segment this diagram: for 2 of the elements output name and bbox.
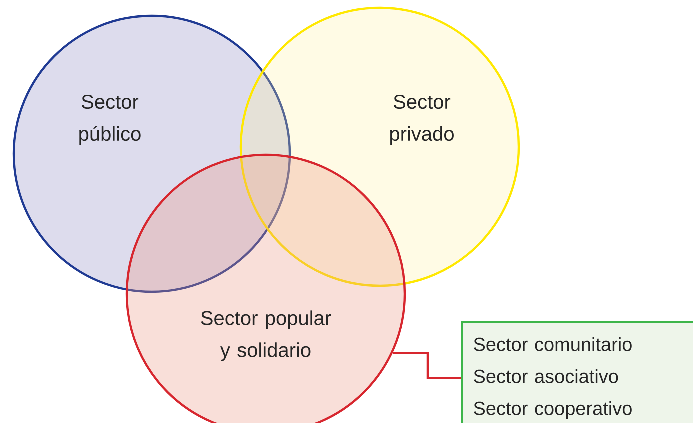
list-box: Sector comunitario Sector asociativo Sector cooperativo (461, 321, 693, 423)
connector-line (392, 352, 461, 380)
